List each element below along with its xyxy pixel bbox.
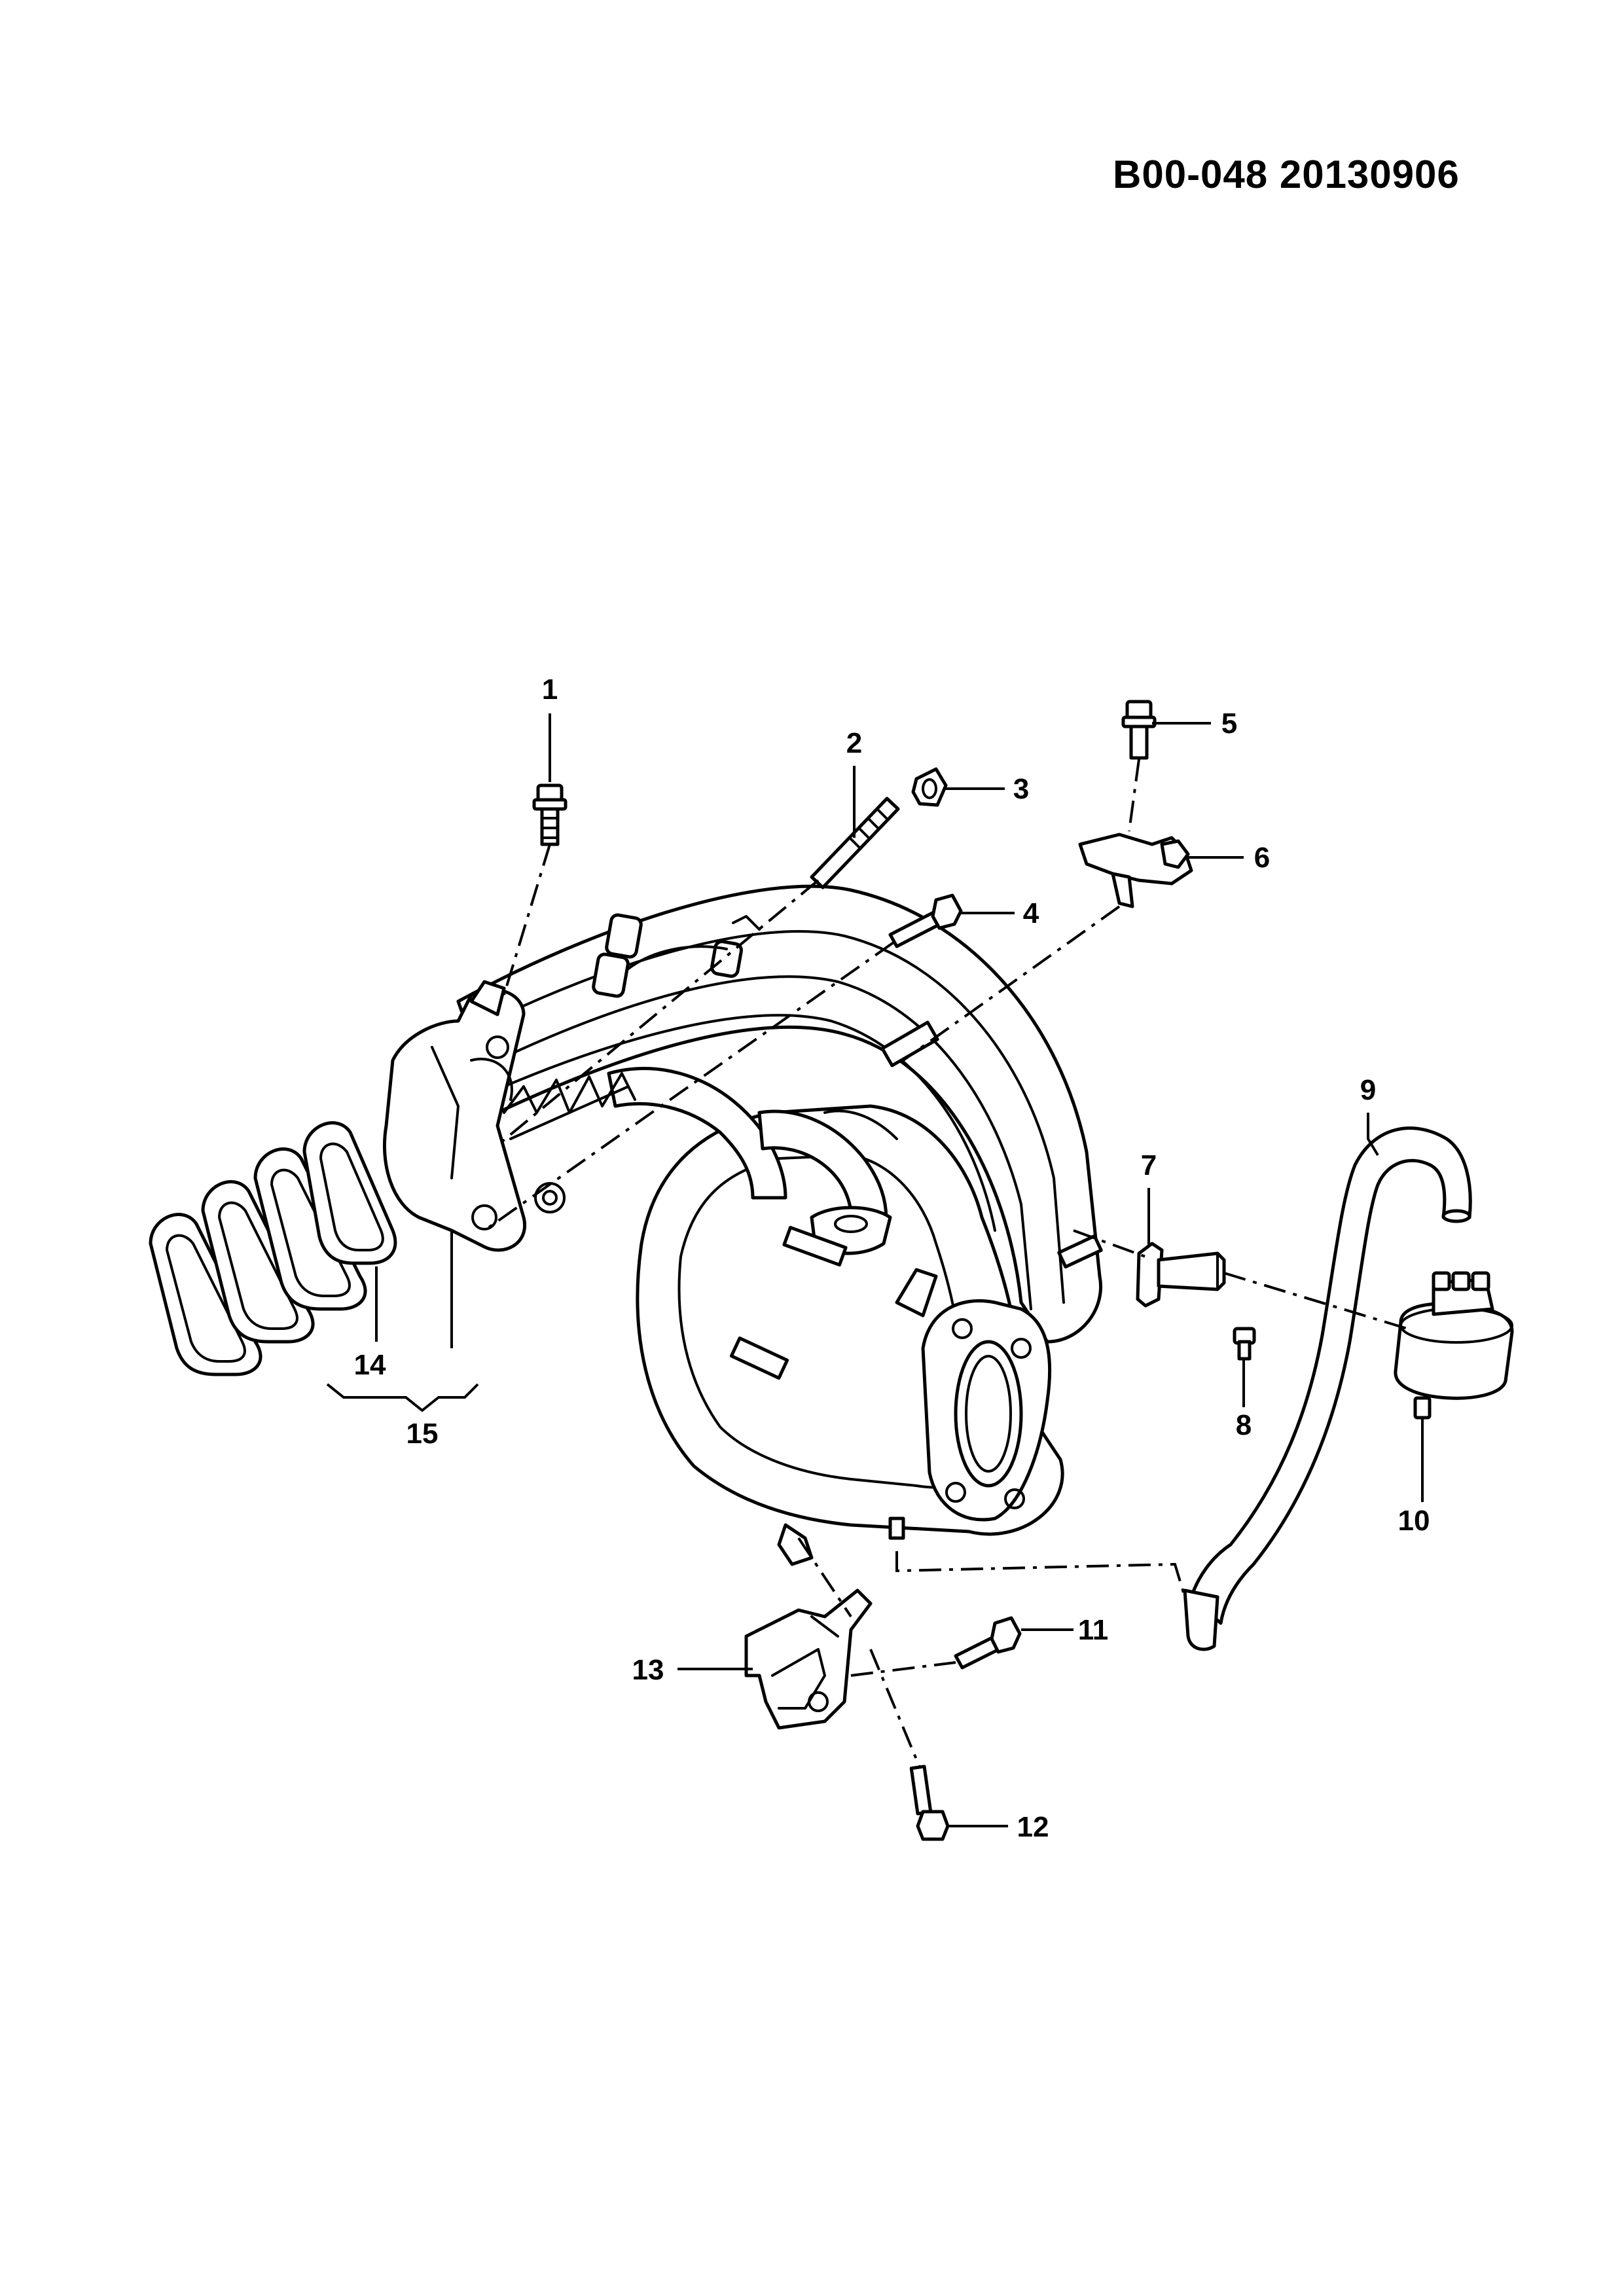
callout-3: 3: [1013, 773, 1029, 805]
callout-8: 8: [1236, 1409, 1252, 1441]
bolt-5: [1121, 700, 1157, 760]
callout-9: 9: [1360, 1074, 1376, 1106]
bracket-13: [744, 1588, 873, 1730]
callout-2: 2: [846, 727, 862, 759]
callout-13: 13: [632, 1654, 664, 1686]
map-sensor-6: [1078, 833, 1193, 908]
callout-14: 14: [354, 1349, 386, 1381]
hose-9: [1183, 1126, 1472, 1651]
bolt-12: [909, 1765, 950, 1841]
callout-12: 12: [1017, 1811, 1049, 1843]
intake-manifold: [382, 884, 1103, 1566]
callout-11: 11: [1078, 1614, 1109, 1646]
callout-4: 4: [1023, 897, 1039, 929]
nut-3: [911, 767, 948, 807]
bolt-1: [532, 783, 568, 846]
callout-labels: 1 2 3 4 5 6 7 8 9 10 11 12 13 14 15: [354, 673, 1430, 1843]
purge-valve-10: [1394, 1271, 1514, 1420]
callout-7: 7: [1141, 1149, 1157, 1181]
gasket-set: [149, 1121, 397, 1376]
callout-15: 15: [406, 1418, 439, 1450]
drawing-code: B00-048 20130906: [1113, 152, 1460, 196]
pcv-valve-7: [1136, 1242, 1226, 1308]
callout-6: 6: [1254, 842, 1270, 874]
stud-2: [810, 797, 900, 889]
screw-8: [1233, 1327, 1256, 1361]
bolt-11: [954, 1616, 1022, 1670]
phantom-lines: [483, 759, 1408, 1768]
callout-1: 1: [542, 673, 558, 706]
callout-5: 5: [1221, 708, 1237, 740]
callout-10: 10: [1398, 1505, 1430, 1537]
bolt-4: [888, 893, 963, 948]
leader-lines: [326, 713, 1424, 1827]
